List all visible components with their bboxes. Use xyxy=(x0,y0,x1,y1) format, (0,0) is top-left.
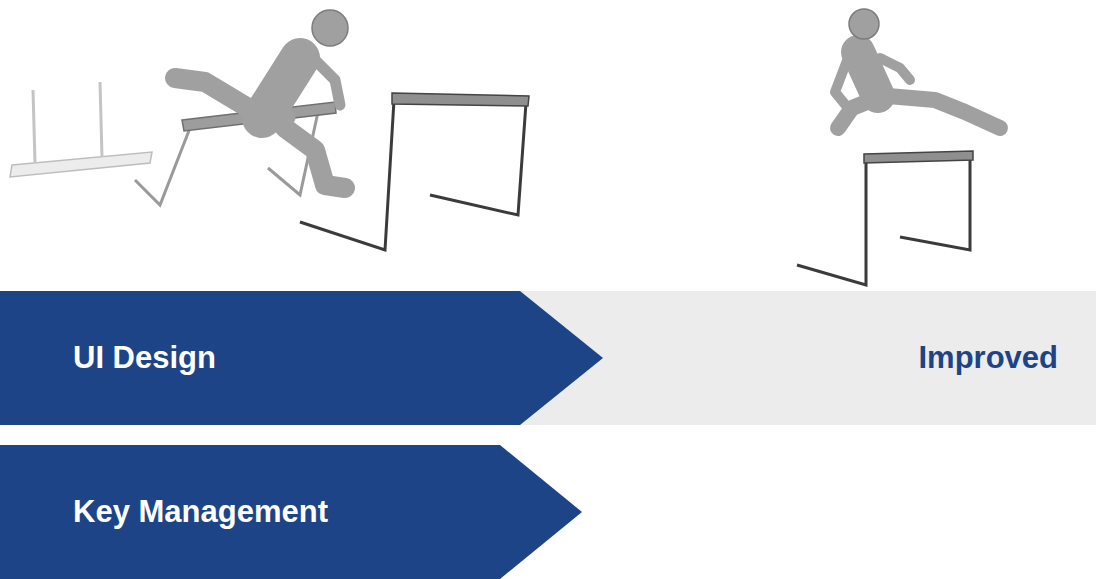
runner-left xyxy=(175,10,348,188)
cleared-hurdle xyxy=(797,151,973,285)
chevron-fill xyxy=(0,445,582,579)
band-label: Key Management xyxy=(73,494,328,530)
runner-right xyxy=(835,9,1000,128)
band-label: Improved xyxy=(918,340,1058,376)
standing-hurdle xyxy=(300,93,529,250)
chevron-fill xyxy=(0,291,603,425)
chevron-band: UI Design xyxy=(0,291,603,425)
rect-fill xyxy=(500,291,1096,425)
hurdler-illustration xyxy=(0,0,1096,290)
band-label: UI Design xyxy=(73,340,216,376)
chevron-band: Key Management xyxy=(0,445,582,579)
fallen-hurdle xyxy=(10,82,152,177)
